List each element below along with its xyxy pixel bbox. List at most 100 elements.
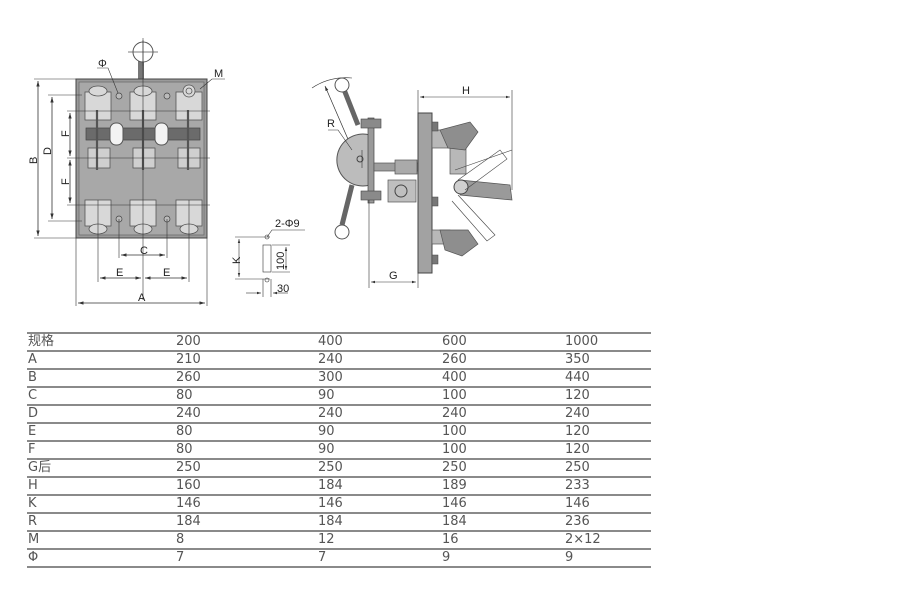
label-k: K (231, 256, 243, 264)
label-r: R (327, 118, 335, 130)
spec-value: 146 (317, 495, 441, 514)
spec-value: 9 (441, 549, 564, 568)
spec-value: 120 (564, 387, 651, 406)
spec-value: 350 (564, 351, 651, 370)
spec-label: Φ (27, 549, 175, 568)
spec-label: C (27, 387, 175, 406)
spec-value: 16 (441, 531, 564, 550)
spec-value: 300 (317, 369, 441, 388)
front-view: Φ M B D F F C E E A (28, 38, 225, 306)
spec-value: 2×12 (564, 531, 651, 550)
spec-label: K (27, 495, 175, 514)
spec-value: 9 (564, 549, 651, 568)
spec-value: 210 (175, 351, 317, 370)
spec-value: 250 (441, 459, 564, 478)
spec-label: R (27, 513, 175, 532)
spec-value: 240 (317, 405, 441, 424)
label-phi: Φ (98, 58, 107, 70)
spec-value: 184 (317, 477, 441, 496)
spec-value: 8 (175, 531, 317, 550)
spec-value: 189 (441, 477, 564, 496)
spec-value: 250 (175, 459, 317, 478)
spec-label: H (27, 477, 175, 496)
label-f-bottom: F (60, 178, 72, 185)
spec-value: 600 (441, 332, 564, 352)
spec-value: 146 (441, 495, 564, 514)
side-view: R H G (311, 77, 513, 288)
spec-value: 100 (441, 441, 564, 460)
spec-value: 80 (175, 441, 317, 460)
spec-value: 400 (441, 369, 564, 388)
spec-value: 236 (564, 513, 651, 532)
spec-value: 120 (564, 441, 651, 460)
spec-value: 184 (317, 513, 441, 532)
spec-value: 160 (175, 477, 317, 496)
spec-value: 7 (317, 549, 441, 568)
spec-value: 90 (317, 441, 441, 460)
spec-value: 80 (175, 423, 317, 442)
spec-label: D (27, 405, 175, 424)
spec-label: G后 (27, 459, 175, 478)
label-holes: 2-Φ9 (275, 218, 300, 230)
label-width-30: 30 (277, 283, 289, 295)
label-e-right: E (163, 267, 170, 279)
spec-value: 12 (317, 531, 441, 550)
spec-label: E (27, 423, 175, 442)
spec-value: 400 (317, 332, 441, 352)
label-c: C (140, 245, 148, 257)
technical-drawing: Φ M B D F F C E E A 2-Φ9 K 100 (28, 38, 513, 306)
label-m: M (214, 68, 223, 80)
spec-value: 120 (564, 423, 651, 442)
label-e-left: E (116, 267, 123, 279)
label-a: A (138, 292, 146, 304)
spec-value: 260 (441, 351, 564, 370)
label-f-top: F (60, 130, 72, 137)
spec-value: 440 (564, 369, 651, 388)
mounting-detail: 2-Φ9 K 100 30 (231, 218, 305, 297)
label-g: G (389, 270, 398, 282)
spec-value: 250 (564, 459, 651, 478)
spec-value: 260 (175, 369, 317, 388)
spec-value: 240 (175, 405, 317, 424)
spec-value: 240 (564, 405, 651, 424)
spec-value: 7 (175, 549, 317, 568)
spec-value: 90 (317, 423, 441, 442)
spec-value: 90 (317, 387, 441, 406)
spec-value: 80 (175, 387, 317, 406)
spec-value: 240 (441, 405, 564, 424)
spec-value: 200 (175, 332, 317, 352)
spec-value: 184 (175, 513, 317, 532)
spec-value: 146 (564, 495, 651, 514)
spec-value: 240 (317, 351, 441, 370)
label-d: D (42, 147, 54, 155)
spec-value: 1000 (564, 332, 651, 352)
spec-value: 100 (441, 387, 564, 406)
spec-value: 184 (441, 513, 564, 532)
spec-label: A (27, 351, 175, 370)
spec-value: 233 (564, 477, 651, 496)
label-b: B (28, 157, 40, 164)
spec-label: B (27, 369, 175, 388)
label-h: H (462, 85, 470, 97)
spec-label: 规格 (27, 332, 175, 352)
spec-value: 250 (317, 459, 441, 478)
label-height-100: 100 (275, 252, 287, 270)
spec-label: F (27, 441, 175, 460)
spec-label: M (27, 531, 175, 550)
spec-header-row: 规格 200 400 600 1000 (27, 332, 651, 352)
spec-value: 100 (441, 423, 564, 442)
spec-value: 146 (175, 495, 317, 514)
